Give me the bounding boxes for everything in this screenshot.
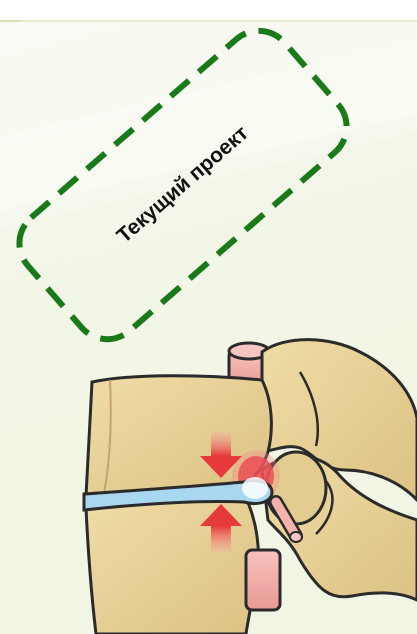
- slide-canvas: Текущий проект: [0, 0, 417, 634]
- stamp-frame: [0, 0, 417, 634]
